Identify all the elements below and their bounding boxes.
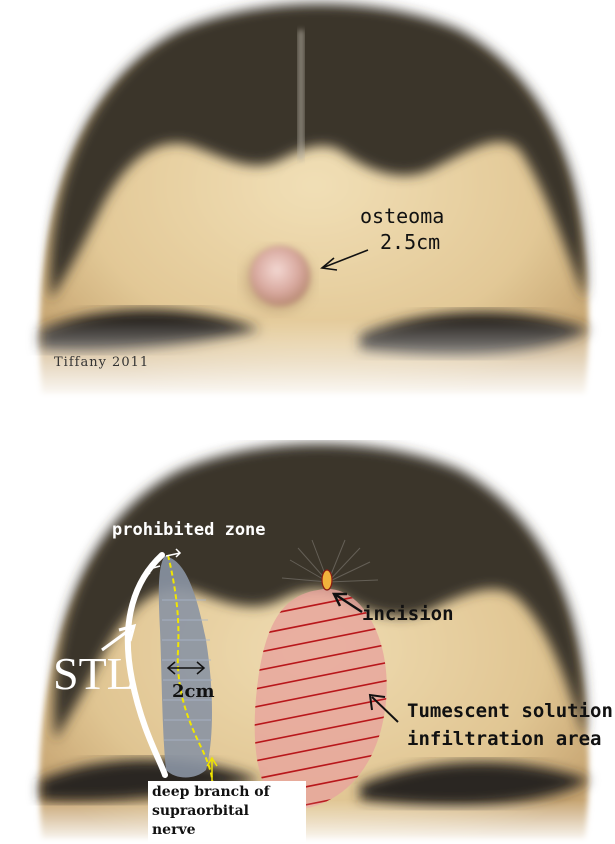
- stl-label: STL: [53, 647, 135, 700]
- incision-label: incision: [362, 603, 454, 625]
- distance-label: 2cm: [172, 681, 215, 702]
- forehead-photo-bottom: [0, 440, 615, 844]
- osteoma-label: osteoma: [360, 204, 444, 228]
- bottom-photo-panel: [0, 440, 615, 844]
- hair-part: [298, 30, 304, 160]
- infiltration-label-line2: infiltration area: [407, 728, 601, 750]
- nerve-label-line2: supraorbital: [152, 802, 302, 821]
- bottom-fade-2: [0, 800, 615, 844]
- nerve-label-line1: deep branch of: [152, 783, 302, 802]
- forehead-photo-top: [0, 0, 615, 400]
- nerve-label-line3: nerve: [152, 821, 302, 840]
- osteoma-size: 2.5cm: [380, 230, 440, 254]
- top-photo-panel: osteoma 2.5cm Tiffany 2011: [0, 0, 615, 400]
- signature: Tiffany 2011: [54, 355, 149, 370]
- infiltration-label-line1: Tumescent solution: [407, 700, 613, 722]
- prohibited-zone-label: prohibited zone: [112, 520, 266, 540]
- incision-mark: [322, 570, 332, 590]
- osteoma-lump: [250, 246, 310, 306]
- nerve-label: deep branch of supraorbital nerve: [148, 781, 306, 842]
